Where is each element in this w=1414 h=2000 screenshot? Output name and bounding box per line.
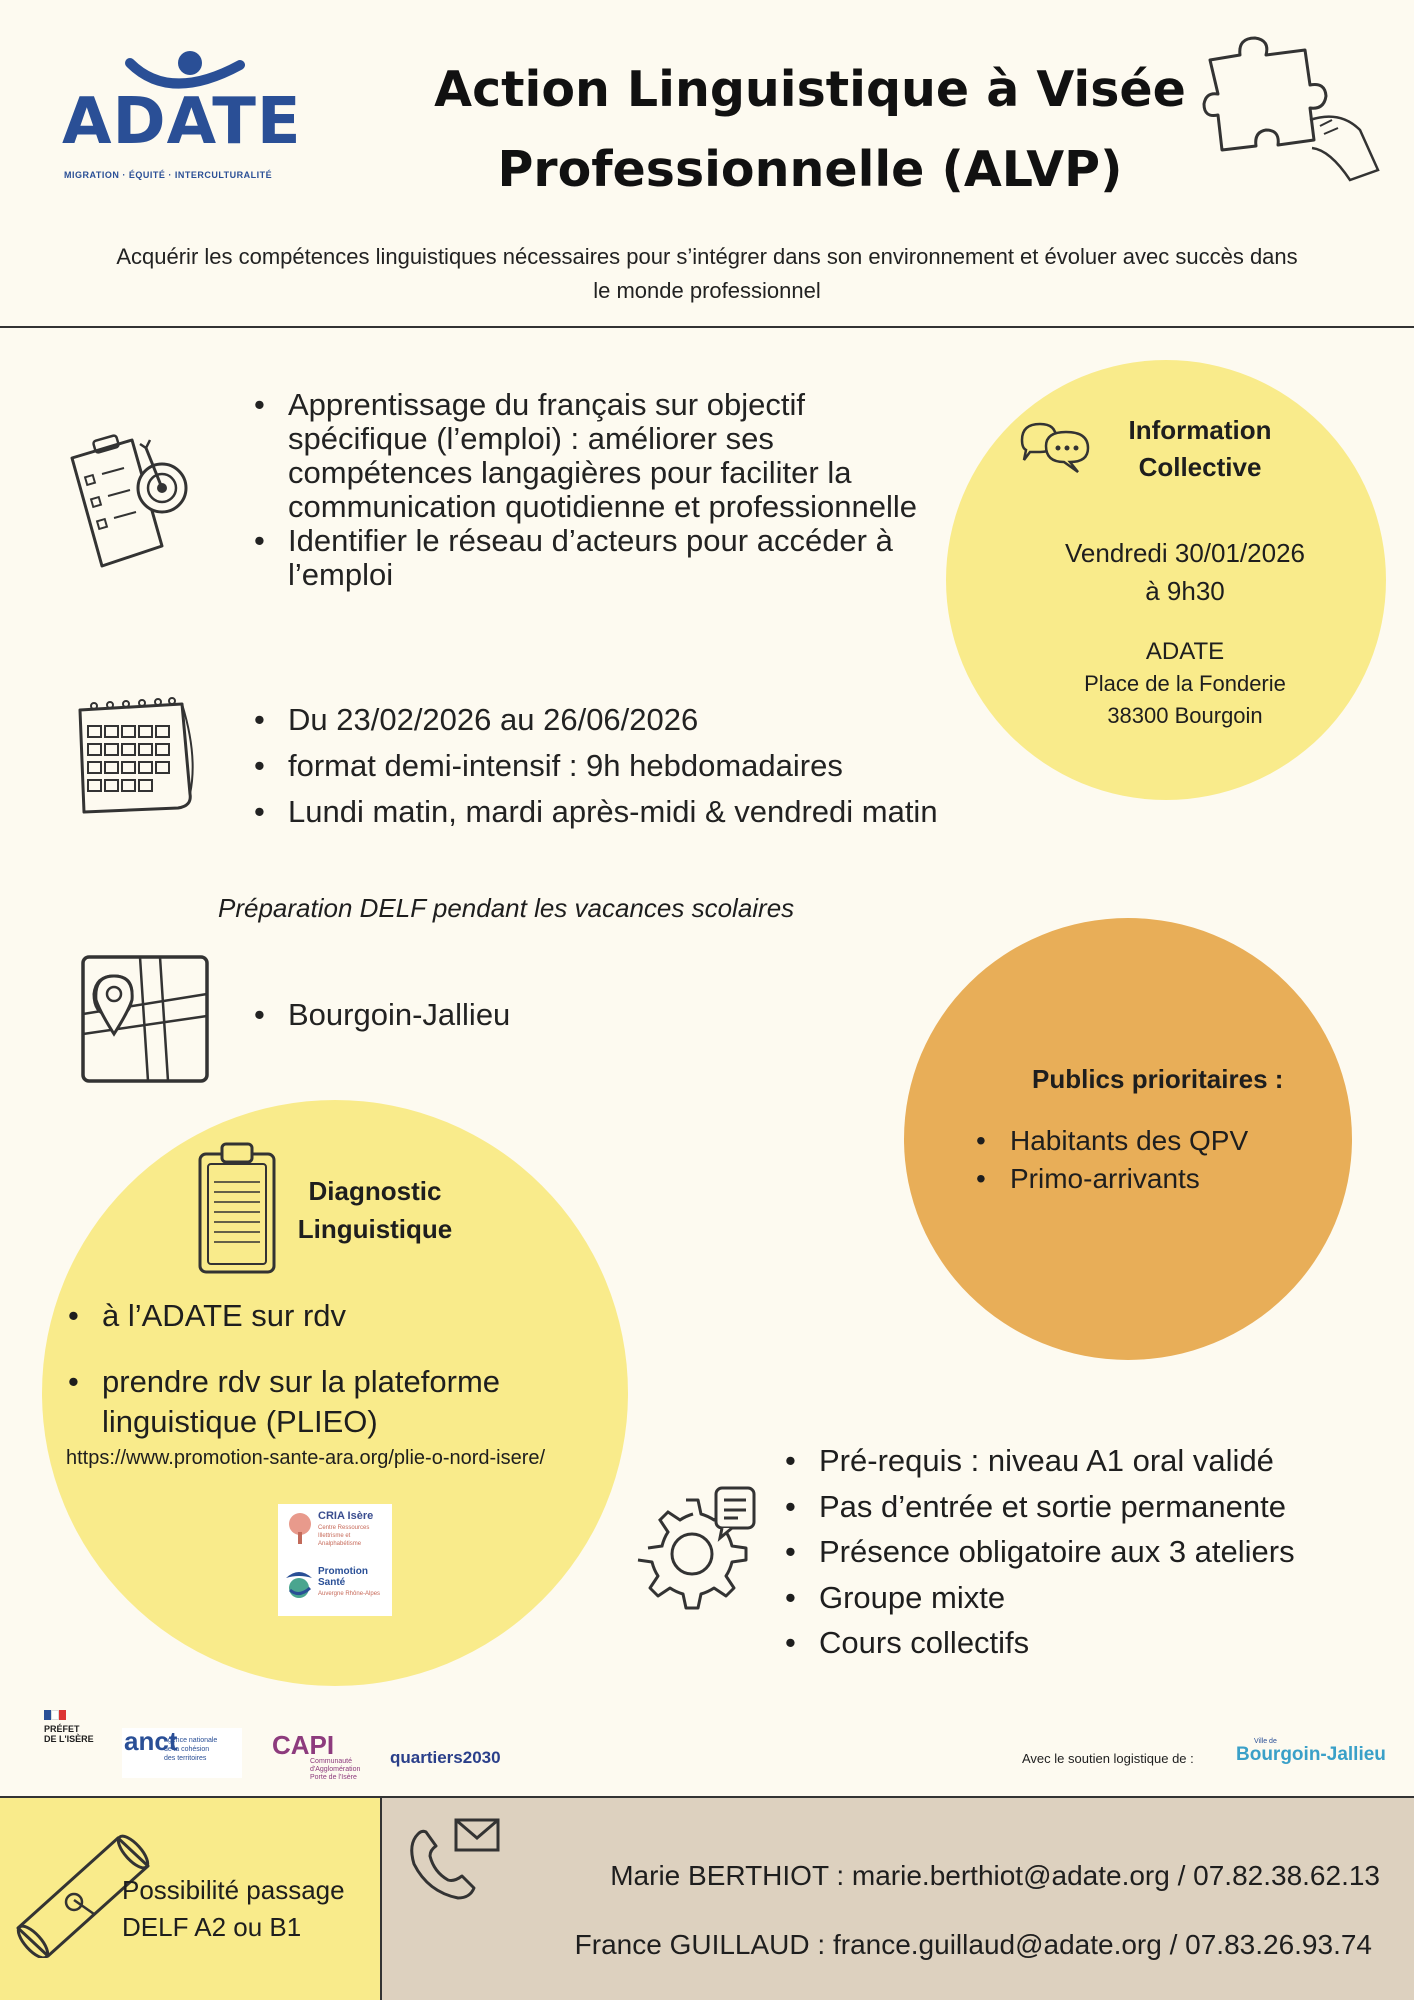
clipboard-icon — [196, 1140, 278, 1276]
anct-line-3: des territoires — [164, 1755, 207, 1762]
logistic-support-text: Avec le soutien logistique de : — [1022, 1751, 1194, 1766]
cria-tree-icon — [286, 1512, 314, 1546]
title-line-1: Action Linguistique à Visée — [434, 61, 1186, 118]
title-line-2: Professionnelle (ALVP) — [497, 141, 1123, 198]
anct-line-1: agence nationale — [164, 1737, 218, 1744]
schedule-list: Du 23/02/2026 au 26/06/2026 format demi-… — [254, 697, 974, 835]
logo-tagline: MIGRATION · ÉQUITÉ · INTERCULTURALITÉ — [64, 170, 273, 180]
condition-item: Cours collectifs — [785, 1620, 1395, 1666]
diagnostic-item: prendre rdv sur la plateforme linguistiq… — [68, 1362, 608, 1442]
header-divider — [0, 326, 1414, 328]
schedule-item: Lundi matin, mardi après-midi & vendredi… — [254, 789, 974, 835]
adate-logo: ADATE MIGRATION · ÉQUITÉ · INTERCULTURAL… — [60, 45, 310, 185]
cria-name: CRIA Isère — [318, 1510, 374, 1522]
info-place-city: 38300 Bourgoin — [1107, 703, 1263, 728]
quartiers-2030-logo: quartiers2030 — [390, 1748, 501, 1767]
promotion-sante-sub: Auvergne Rhône-Alpes — [318, 1591, 381, 1597]
info-collective-circle — [946, 360, 1386, 800]
anct-mark: anct — [124, 1726, 178, 1756]
footer-divider — [0, 1796, 1414, 1798]
calendar-icon — [74, 696, 198, 814]
diagnostic-item: à l’ADATE sur rdv — [68, 1296, 608, 1336]
info-title-line-1: Information — [1128, 415, 1272, 445]
diagnostic-list: à l’ADATE sur rdv prendre rdv sur la pla… — [68, 1296, 608, 1442]
info-date: Vendredi 30/01/2026 — [1065, 538, 1305, 568]
subtitle-line-2: le monde professionnel — [593, 278, 821, 303]
prefet-line-2: DE L'ISÈRE — [44, 1734, 94, 1744]
logo-text: ADATE — [62, 85, 302, 159]
french-flag-icon — [44, 1710, 67, 1720]
prefet-line-1: PRÉFET — [44, 1724, 80, 1734]
cria-sub: Centre Ressources Illettrisme et Analpha… — [318, 1525, 370, 1547]
diploma-scroll-icon — [8, 1818, 158, 1958]
delf-line-1: Possibilité passage — [122, 1875, 345, 1905]
map-pin-icon — [80, 954, 210, 1084]
schedule-item: Du 23/02/2026 au 26/06/2026 — [254, 697, 974, 743]
publics-item: Habitants des QPV — [976, 1122, 1336, 1160]
publics-title: Publics prioritaires : — [1032, 1064, 1284, 1094]
capi-line-1: Communauté — [310, 1758, 353, 1765]
condition-item: Présence obligatoire aux 3 ateliers — [785, 1529, 1395, 1575]
objective-item: Identifier le réseau d’acteurs pour accé… — [254, 524, 944, 592]
capi-mark: CAPI — [272, 1730, 335, 1760]
info-title-line-2: Collective — [1138, 452, 1262, 482]
anct-line-2: de la cohésion — [164, 1746, 210, 1753]
contact-footer-panel — [382, 1798, 1414, 2000]
contact-marie[interactable]: Marie BERTHIOT : marie.berthiot@adate.or… — [610, 1860, 1380, 1891]
location-item: Bourgoin-Jallieu — [254, 992, 754, 1038]
capi-line-3: Porte de l'Isère — [310, 1774, 357, 1781]
info-time: à 9h30 — [1145, 576, 1225, 606]
delf-exam-text: Possibilité passage DELF A2 ou B1 — [122, 1872, 345, 1946]
condition-item: Groupe mixte — [785, 1575, 1395, 1621]
delf-preparation-note: Préparation DELF pendant les vacances sc… — [218, 893, 795, 923]
checklist-target-icon — [62, 428, 202, 578]
page-title: Action Linguistique à Visée Professionne… — [380, 50, 1240, 210]
partner-logos-box: CRIA Isère Centre Ressources Illettrisme… — [278, 1504, 392, 1616]
conditions-list: Pré-requis : niveau A1 oral validé Pas d… — [785, 1438, 1395, 1666]
contact-france[interactable]: France GUILLAUD : france.guillaud@adate.… — [574, 1929, 1372, 1960]
subtitle-line-1: Acquérir les compétences linguistiques n… — [116, 244, 1298, 269]
ville-name: Bourgoin-Jallieu — [1236, 1744, 1386, 1765]
plieo-link[interactable]: https://www.promotion-sante-ara.org/plie… — [66, 1447, 546, 1469]
publics-list: Habitants des QPV Primo-arrivants — [976, 1122, 1336, 1198]
gear-chat-icon — [636, 1480, 756, 1620]
condition-item: Pas d’entrée et sortie permanente — [785, 1484, 1395, 1530]
capi-text: Communauté d'Agglomération Porte de l'Is… — [310, 1758, 368, 1782]
prefet-logo: PRÉFET DE L'ISÈRE — [44, 1710, 120, 1786]
objective-item: Apprentissage du français sur objectif s… — [254, 388, 944, 524]
delf-line-2: DELF A2 ou B1 — [122, 1912, 302, 1942]
diagnostic-title: Diagnostic Linguistique — [285, 1172, 465, 1248]
location-list: Bourgoin-Jallieu — [254, 992, 754, 1038]
capi-line-2: d'Agglomération — [310, 1766, 361, 1773]
info-place-name: ADATE — [1145, 638, 1225, 665]
puzzle-hand-icon — [1200, 30, 1380, 190]
promotion-sante-name: Promotion Santé — [318, 1566, 368, 1588]
info-place-street: Place de la Fonderie — [1084, 671, 1286, 696]
ville-bourgoin-logo: Ville de Bourgoin-Jallieu — [1236, 1738, 1390, 1774]
condition-item: Pré-requis : niveau A1 oral validé — [785, 1438, 1395, 1484]
subtitle: Acquérir les compétences linguistiques n… — [0, 240, 1414, 308]
footer-vertical-divider — [380, 1798, 382, 2000]
capi-logo: CAPI Communauté d'Agglomération Porte de… — [272, 1732, 368, 1786]
schedule-item: format demi-intensif : 9h hebdomadaires — [254, 743, 974, 789]
promotion-sante-icon — [284, 1568, 314, 1600]
delf-footer-panel — [0, 1798, 380, 2000]
anct-text: agence nationale de la cohésion des terr… — [164, 1736, 217, 1763]
phone-mail-icon — [404, 1814, 504, 1904]
speech-bubbles-icon — [1016, 418, 1096, 478]
diagnostic-title-line-2: Linguistique — [297, 1214, 453, 1244]
diagnostic-title-line-1: Diagnostic — [308, 1176, 442, 1206]
ville-prefix: Ville de — [1254, 1738, 1277, 1745]
publics-item: Primo-arrivants — [976, 1160, 1336, 1198]
info-collective-place: ADATE Place de la Fonderie 38300 Bourgoi… — [1000, 636, 1370, 732]
objectives-list: Apprentissage du français sur objectif s… — [254, 388, 944, 592]
anct-logo: anct agence nationale de la cohésion des… — [122, 1728, 242, 1778]
logo-figure-icon — [125, 51, 245, 89]
info-collective-date: Vendredi 30/01/2026 à 9h30 — [1000, 534, 1370, 610]
info-collective-title: Information Collective — [1100, 412, 1300, 486]
